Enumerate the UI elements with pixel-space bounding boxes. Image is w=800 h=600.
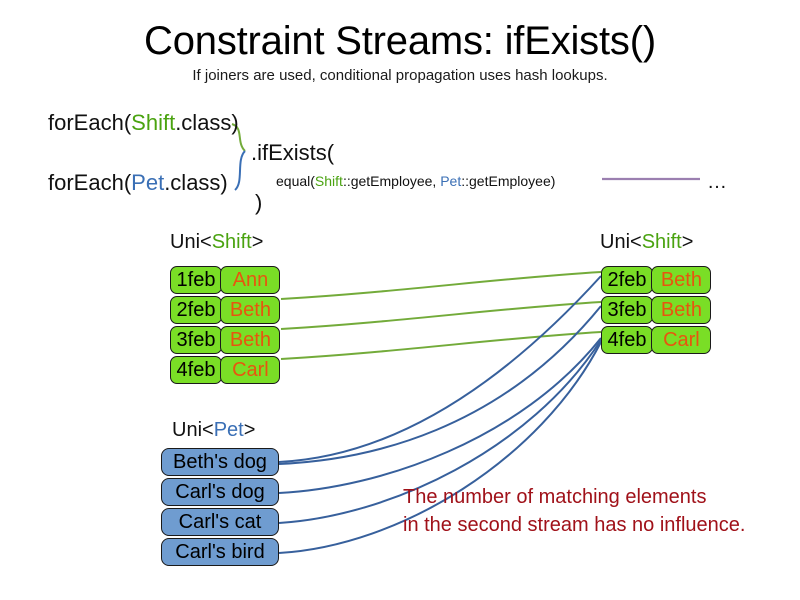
table-row[interactable]: 3feb Beth [601,296,712,324]
code-trailing-ellipsis: … [707,171,727,193]
shift-date-cell: 1feb [170,266,222,294]
shift-employee-cell: Ann [220,266,281,294]
code-method-ifexists: .ifExists( [251,140,335,165]
code-foreach-shift-suffix: .class) [175,110,239,135]
right-shift-stream-label: Uni<Shift> [600,230,693,254]
code-foreach-pet-prefix: forEach( [48,170,132,195]
shift-date-cell: 2feb [170,296,222,324]
table-row[interactable]: 4feb Carl [170,356,281,384]
code-close-paren: ) [255,190,263,215]
left-label-type: Shift [211,231,252,253]
wire-pet-beths-dog-to-3feb [278,305,602,465]
code-joiner-equal: equal(Shift::getEmployee, Pet::getEmploy… [276,172,555,190]
wire-pet-carls-dog-to-4feb [278,337,602,494]
pet-stream-label: Uni<Pet> [172,418,255,442]
shift-employee-cell: Beth [220,296,281,324]
wire-pet-beths-dog-to-2feb [278,275,602,463]
code-type-shift: Shift [131,110,176,135]
list-item[interactable]: Beth's dog [161,448,279,476]
table-row[interactable]: 1feb Ann [170,266,281,294]
right-label-suffix: > [681,231,694,253]
shift-date-cell: 3feb [170,326,222,354]
left-shift-stream-label: Uni<Shift> [170,230,263,254]
page-subtitle: If joiners are used, conditional propaga… [192,67,608,84]
pet-label-type: Pet [213,419,244,441]
code-joiner-suffix: ::getEmployee) [461,173,556,189]
left-label-prefix: Uni< [170,231,212,253]
shift-employee-cell: Carl [651,326,712,354]
left-label-suffix: > [251,231,264,253]
wire-shift-4feb [280,331,602,360]
pet-label-suffix: > [243,419,256,441]
wire-shift-3feb [280,301,602,330]
shift-employee-cell: Beth [220,326,281,354]
code-joiner-type-pet: Pet [440,173,462,189]
brace-lower-blue [234,150,246,191]
shift-date-cell: 3feb [601,296,653,324]
list-item[interactable]: Carl's dog [161,478,279,506]
pet-label-prefix: Uni< [172,419,214,441]
right-label-prefix: Uni< [600,231,642,253]
wire-shift-2feb [280,271,602,300]
code-foreach-pet-suffix: .class) [164,170,228,195]
annotation-line-1: The number of matching elements [403,486,707,508]
list-item[interactable]: Carl's bird [161,538,279,566]
code-line-foreach-pet: forEach(Pet.class) [48,170,228,196]
code-joiner-prefix: equal( [276,173,315,189]
code-joiner-mid: ::getEmployee, [342,173,441,189]
table-row[interactable]: 2feb Beth [170,296,281,324]
code-joiner-type-shift: Shift [314,173,343,189]
shift-employee-cell: Beth [651,266,712,294]
code-line-foreach-shift: forEach(Shift.class) [48,110,239,136]
shift-date-cell: 4feb [601,326,653,354]
table-row[interactable]: 2feb Beth [601,266,712,294]
code-type-pet: Pet [131,170,165,195]
table-row[interactable]: 3feb Beth [170,326,281,354]
annotation-line-2: in the second stream has no influence. [403,514,746,536]
shift-date-cell: 4feb [170,356,222,384]
table-row[interactable]: 4feb Carl [601,326,712,354]
shift-employee-cell: Beth [651,296,712,324]
shift-date-cell: 2feb [601,266,653,294]
list-item[interactable]: Carl's cat [161,508,279,536]
right-label-type: Shift [641,231,682,253]
shift-employee-cell: Carl [220,356,281,384]
page-title: Constraint Streams: ifExists() [144,19,656,63]
code-foreach-shift-prefix: forEach( [48,110,132,135]
